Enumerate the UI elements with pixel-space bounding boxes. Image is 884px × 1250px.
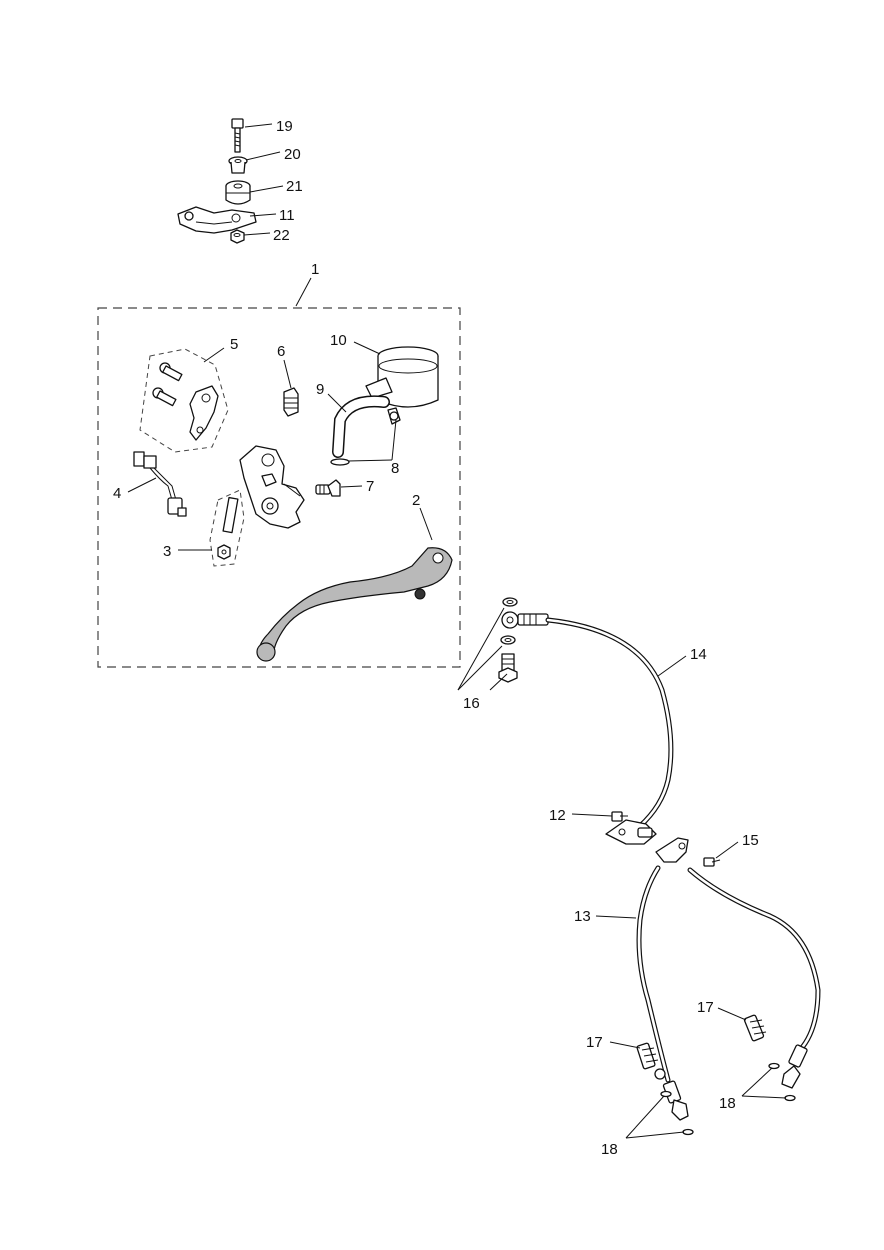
callout-6: 6 xyxy=(277,343,285,360)
nut-22 xyxy=(230,229,245,244)
washer-20 xyxy=(228,156,248,174)
callout-17-left: 17 xyxy=(586,1034,603,1051)
callout-5: 5 xyxy=(230,336,238,353)
screw-pair-5 xyxy=(152,362,183,407)
clamp-5 xyxy=(189,385,219,441)
callout-3: 3 xyxy=(163,543,171,560)
tee-fitting xyxy=(655,837,689,863)
callout-8: 8 xyxy=(391,460,399,477)
bolt-19 xyxy=(231,118,244,153)
callout-18-right: 18 xyxy=(719,1095,736,1112)
bolt-12 xyxy=(611,811,628,822)
callout-labels: 19 20 21 11 22 1 5 6 10 9 8 7 2 4 3 16 1… xyxy=(113,118,759,1158)
pushrod-3 xyxy=(217,496,239,560)
hose-14 xyxy=(545,617,674,829)
callout-2: 2 xyxy=(412,492,420,509)
callout-15: 15 xyxy=(742,832,759,849)
master-cylinder-body xyxy=(239,445,305,529)
fitting-7 xyxy=(315,479,341,497)
reservoir-10 xyxy=(365,346,439,425)
assembly-box-1 xyxy=(97,307,461,668)
washer-16-top xyxy=(502,597,518,607)
callout-9: 9 xyxy=(316,381,324,398)
switch-4 xyxy=(133,451,187,517)
group-3-outline xyxy=(209,489,245,567)
junction-block xyxy=(605,819,657,845)
o-rings-18 xyxy=(660,1062,796,1136)
callout-22: 22 xyxy=(273,227,290,244)
callout-21: 21 xyxy=(286,178,303,195)
callout-10: 10 xyxy=(330,332,347,349)
leader-lines xyxy=(127,123,787,1139)
banjo-bolt-16 xyxy=(498,653,518,683)
bleed-nipple-17-right xyxy=(743,1014,767,1042)
callout-19: 19 xyxy=(276,118,293,135)
callout-1: 1 xyxy=(311,261,319,278)
callout-14: 14 xyxy=(690,646,707,663)
banjo-14 xyxy=(501,611,549,629)
clip-8 xyxy=(330,458,350,466)
callout-12: 12 xyxy=(549,807,566,824)
callout-7: 7 xyxy=(366,478,374,495)
group-5-outline xyxy=(139,348,229,453)
hose-13-right-branch xyxy=(687,867,821,1089)
callout-17-right: 17 xyxy=(697,999,714,1016)
callout-20: 20 xyxy=(284,146,301,163)
callout-13: 13 xyxy=(574,908,591,925)
reservoir-hose-9 xyxy=(332,395,390,458)
bleed-nipple-17-left xyxy=(636,1042,666,1080)
washer-16-bottom xyxy=(500,635,516,645)
bolt-15 xyxy=(703,857,721,867)
callout-18-left: 18 xyxy=(601,1141,618,1158)
callout-11: 11 xyxy=(279,207,295,224)
rubber-bush-21 xyxy=(225,180,251,205)
hose-13 xyxy=(636,865,689,1121)
bracket-11 xyxy=(177,206,257,234)
clutch-lever-2 xyxy=(256,547,453,662)
callout-16: 16 xyxy=(463,695,480,712)
callout-4: 4 xyxy=(113,485,121,502)
fitting-6 xyxy=(283,387,299,417)
